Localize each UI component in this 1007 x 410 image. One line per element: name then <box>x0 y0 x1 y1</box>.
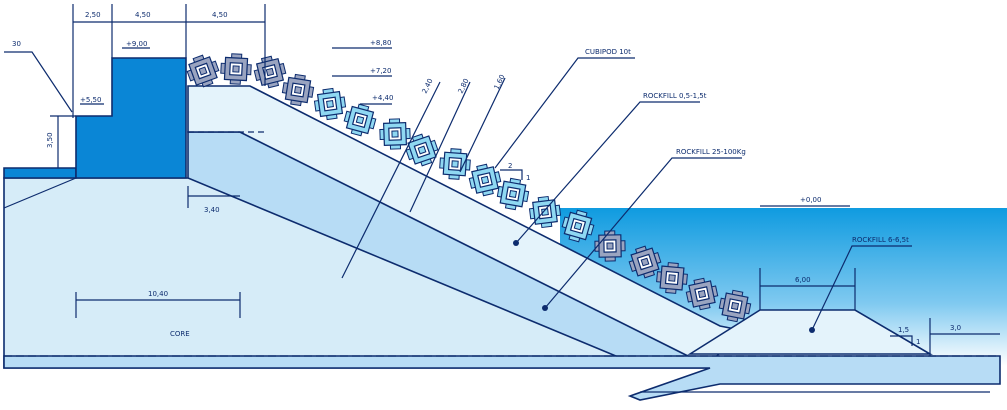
cubipod-unit <box>253 55 287 89</box>
cubipod-unit <box>628 245 662 279</box>
label-rockfill-25-100: ROCKFILL 25-100Kg <box>676 148 746 156</box>
elev-000: +0,00 <box>800 196 821 204</box>
cubipod-unit <box>685 277 719 311</box>
cubipod-unit <box>561 209 595 243</box>
dim-w-30: 3,0 <box>950 324 961 332</box>
core-label: CORE <box>170 330 190 338</box>
cubipod-armour-units <box>186 53 752 323</box>
cubipod-unit <box>343 103 377 137</box>
slope-2: 2 <box>508 162 512 170</box>
label-rockfill-05-15: ROCKFILL 0,5-1,5t <box>643 92 707 100</box>
dim-h-350: 3,50 <box>46 132 54 148</box>
elev-440: +4,40 <box>372 94 393 102</box>
cubipod-unit <box>496 177 530 211</box>
crest-slab <box>3 167 77 179</box>
material-leaders: CUBIPOD 10t ROCKFILL 0,5-1,5t ROCKFILL 2… <box>494 48 912 333</box>
right-elevations: +8,80 +7,20 +4,40 <box>332 39 393 105</box>
slope-1-a: 1 <box>526 174 530 182</box>
dim-top-250: 2,50 <box>85 11 101 19</box>
ref-30: 30 <box>12 40 21 48</box>
cubipod-unit <box>186 54 220 88</box>
dim-thick-240: 2,40 <box>421 77 435 95</box>
cubipod-unit <box>656 262 688 294</box>
core-inner-line <box>3 177 77 209</box>
cubipod-unit <box>313 87 347 121</box>
dim-w-1040: 10,40 <box>148 290 168 298</box>
dim-w-340: 3,40 <box>204 206 220 214</box>
cubipod-unit <box>379 118 411 150</box>
cubipod-unit <box>468 163 502 197</box>
cubipod-unit <box>405 133 439 167</box>
dim-top-450-b: 4,50 <box>212 11 228 19</box>
seabed <box>3 355 1001 401</box>
cubipod-unit <box>528 195 562 229</box>
cubipod-unit <box>220 53 252 85</box>
crown-wall <box>75 57 187 179</box>
elev-880: +8,80 <box>370 39 391 47</box>
slope-15: 1,5 <box>898 326 909 334</box>
label-cubipod: CUBIPOD 10t <box>585 48 631 56</box>
dim-w-600: 6,00 <box>795 276 811 284</box>
cubipod-unit <box>594 230 626 262</box>
slope-1-b: 1 <box>916 338 920 346</box>
cubipod-unit <box>439 148 471 180</box>
top-dimensions: 2,50 4,50 4,50 <box>72 4 266 118</box>
elev-900: +9,00 <box>126 40 147 48</box>
elev-550: +5,50 <box>80 96 101 104</box>
dim-top-450-a: 4,50 <box>135 11 151 19</box>
cubipod-unit <box>718 289 752 323</box>
label-rockfill-6-65: ROCKFILL 6-6,5t <box>852 236 909 244</box>
elev-720: +7,20 <box>370 67 391 75</box>
cubipod-unit <box>281 73 315 107</box>
dim-thick-160: 1,60 <box>493 73 507 91</box>
